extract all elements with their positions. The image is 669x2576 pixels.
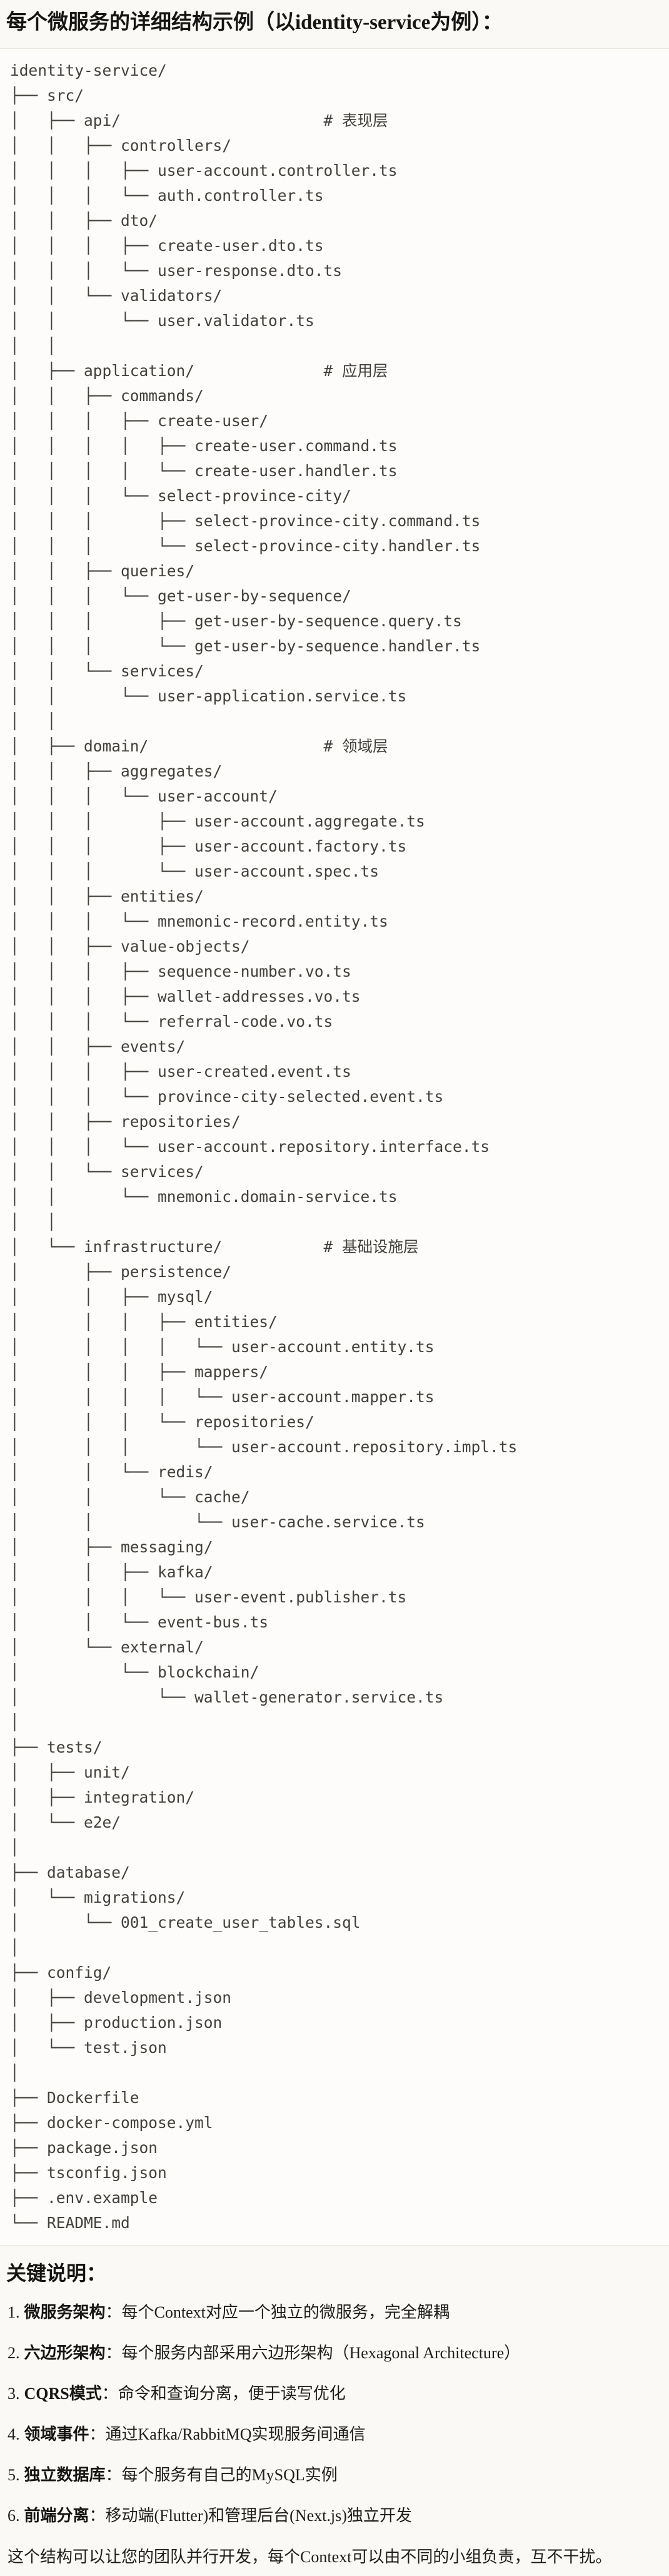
note-number: 5. [8,2466,20,2484]
note-item: 6.前端分离：移动端(Flutter)和管理后台(Next.js)独立开发 [8,2505,661,2527]
note-label: 领域事件 [24,2425,89,2443]
note-item: 1.微服务架构：每个Context对应一个独立的微服务，完全解耦 [8,2302,661,2323]
closing-paragraph: 这个结构可以让您的团队并行开发，每个Context可以由不同的小组负责，互不干扰… [8,2548,612,2566]
notes-section: 关键说明： 1.微服务架构：每个Context对应一个独立的微服务，完全解耦 2… [0,2246,669,2568]
note-label: 独立数据库 [24,2466,106,2484]
note-item: 5.独立数据库：每个服务有自己的MySQL实例 [8,2465,661,2486]
file-tree-block: identity-service/ ├── src/ │ ├── api/ # … [0,48,669,2246]
note-text: ：移动端(Flutter)和管理后台(Next.js)独立开发 [89,2507,412,2525]
note-item: 3.CQRS模式：命令和查询分离，便于读写优化 [8,2383,661,2405]
note-text: ：每个Context对应一个独立的微服务，完全解耦 [105,2303,450,2321]
note-text: ：通过Kafka/RabbitMQ实现服务间通信 [89,2425,366,2443]
note-label: CQRS模式 [24,2385,102,2403]
note-number: 2. [8,2344,20,2362]
note-label: 微服务架构 [24,2303,106,2321]
note-label: 前端分离 [24,2507,89,2525]
note-text: ：每个服务内部采用六边形架构（Hexagonal Architecture） [105,2344,521,2362]
notes-list: 1.微服务架构：每个Context对应一个独立的微服务，完全解耦 2.六边形架构… [6,2302,661,2527]
page-title: 每个微服务的详细结构示例（以identity-service为例）： [6,11,503,34]
note-number: 1. [8,2303,20,2321]
file-tree: identity-service/ ├── src/ │ ├── api/ # … [10,61,518,2232]
note-text: ：命令和查询分离，便于读写优化 [101,2385,346,2403]
note-number: 3. [8,2385,20,2403]
note-item: 4.领域事件：通过Kafka/RabbitMQ实现服务间通信 [8,2424,661,2445]
note-label: 六边形架构 [24,2344,106,2362]
notes-heading: 关键说明： [6,2262,107,2284]
note-text: ：每个服务有自己的MySQL实例 [105,2466,338,2484]
note-number: 6. [8,2507,20,2525]
note-number: 4. [8,2425,20,2443]
note-item: 2.六边形架构：每个服务内部采用六边形架构（Hexagonal Architec… [8,2343,661,2364]
